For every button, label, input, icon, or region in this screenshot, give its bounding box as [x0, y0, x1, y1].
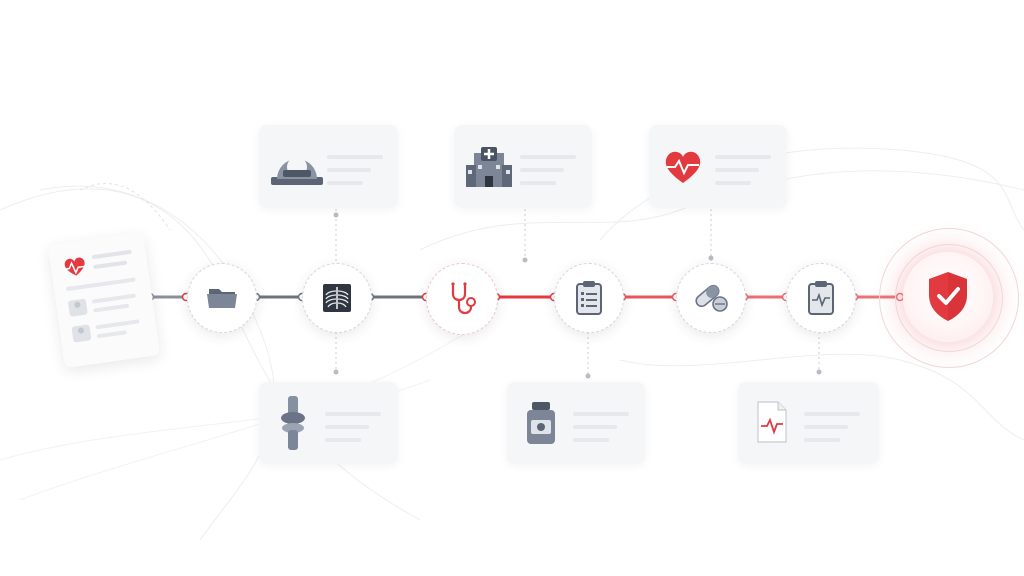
clipboard-checklist-icon [576, 281, 602, 315]
step-medication [676, 263, 746, 333]
hospital-icon [466, 147, 512, 187]
stethoscope-icon [451, 282, 476, 315]
step-xray [302, 263, 372, 333]
card-mri [259, 125, 398, 208]
step-monitoring [786, 263, 856, 333]
step-protected [903, 252, 993, 342]
step-records [187, 263, 257, 333]
card-knee [259, 382, 398, 464]
medicine-bottle-icon [527, 402, 555, 444]
step-checklist [554, 263, 624, 333]
final-inner-ring [895, 244, 1003, 352]
knee-joint-icon [281, 396, 305, 450]
patient-record-document [47, 231, 161, 369]
clipboard-ecg-icon [808, 281, 834, 315]
patient-record-icon [63, 249, 140, 343]
mri-scanner-icon [271, 157, 323, 185]
folder-icon [207, 289, 237, 308]
step-consultation [426, 263, 498, 335]
chest-xray-icon [323, 284, 351, 312]
card-hospital [454, 125, 592, 208]
ecg-report-icon [757, 401, 787, 443]
card-heart [649, 125, 787, 208]
shield-check-icon [929, 272, 967, 321]
heart-pulse-icon [665, 151, 701, 183]
card-medicine [507, 382, 645, 464]
final-outer-ring [879, 228, 1019, 368]
pills-icon [695, 284, 728, 312]
card-ecg-report [738, 382, 879, 464]
